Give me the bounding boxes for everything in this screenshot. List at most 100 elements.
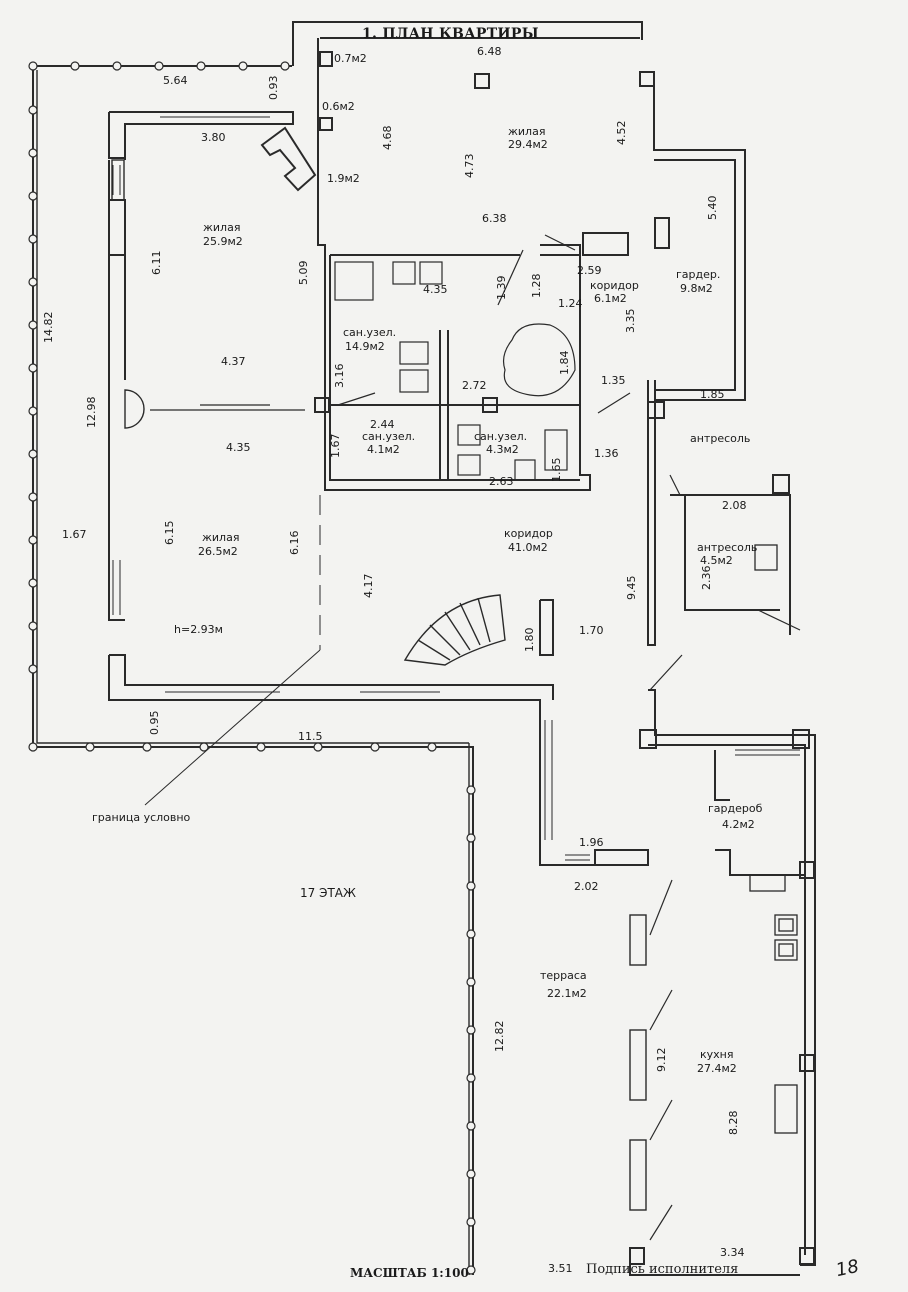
dim-1-84: 1.84 <box>558 351 571 376</box>
room-living-bottom-name: жилая <box>202 531 239 544</box>
dim-3-35: 3.35 <box>624 309 637 334</box>
railing-post <box>466 1073 476 1083</box>
railing-post <box>466 881 476 891</box>
dim-14-82: 14.82 <box>42 312 55 344</box>
dim-4-73: 4.73 <box>463 154 476 179</box>
dim-4-17: 4.17 <box>362 574 375 599</box>
room-wardrobe-top-area: 9.8м2 <box>680 282 713 295</box>
room-corridor-small-name: коридор <box>590 279 639 292</box>
railing-post <box>154 61 164 71</box>
railing-post <box>112 61 122 71</box>
room-bath-small1-area: 4.1м2 <box>367 443 400 456</box>
railing-post <box>370 742 380 752</box>
room-mezzanine-area: 4.5м2 <box>700 554 733 567</box>
area-small-3: 1.9м2 <box>327 172 360 185</box>
railing-post <box>199 742 209 752</box>
room-mezzanine-name: антресоль <box>697 541 757 554</box>
room-living-bottom-area: 26.5м2 <box>198 545 238 558</box>
room-bath-large-area: 14.9м2 <box>345 340 385 353</box>
room-corridor-big-name: коридор <box>504 527 553 540</box>
area-small-1: 0.7м2 <box>334 52 367 65</box>
dim-2-36: 2.36 <box>700 566 713 591</box>
railing-post <box>28 363 38 373</box>
scale-label: МАСШТАБ 1:100 <box>350 1266 469 1280</box>
dim-1-85: 1.85 <box>700 388 725 401</box>
room-corridor-small-area: 6.1м2 <box>594 292 627 305</box>
dim-1-35: 1.35 <box>601 374 626 387</box>
room-terrace-name: терраса <box>540 969 587 982</box>
room-living-top-name: жилая <box>508 125 545 138</box>
dim-0-95: 0.95 <box>148 711 161 736</box>
railing-post <box>85 742 95 752</box>
ceiling-height: h=2.93м <box>174 623 223 636</box>
dim-3-80: 3.80 <box>201 131 226 144</box>
railing-post <box>28 277 38 287</box>
spiral-stair <box>403 594 506 666</box>
plan-title: 1. ПЛАН КВАРТИРЫ <box>362 26 539 42</box>
railing-post <box>28 449 38 459</box>
room-wardrobe-top-name: гардер. <box>676 268 720 281</box>
room-living-top-area: 29.4м2 <box>508 138 548 151</box>
dim-11-5: 11.5 <box>298 730 323 743</box>
railing-post <box>466 1265 476 1275</box>
room-wardrobe-bottom-area: 4.2м2 <box>722 818 755 831</box>
dim-2-44: 2.44 <box>370 418 395 431</box>
railing-post <box>142 742 152 752</box>
column-fireplace <box>260 73 670 256</box>
dim-1-67a: 1.67 <box>329 434 342 459</box>
dim-6-15: 6.15 <box>163 521 176 546</box>
room-corridor-big-area: 41.0м2 <box>508 541 548 554</box>
mezzanine-label: антресоль <box>690 432 750 445</box>
railing-post <box>313 742 323 752</box>
walls <box>108 21 816 1276</box>
dim-6-38: 6.38 <box>482 212 507 225</box>
railing-post <box>28 492 38 502</box>
room-living-left-name: жилая <box>203 221 240 234</box>
dimension-labels: 6.48 5.64 0.93 3.80 4.68 4.73 4.52 6.38 … <box>42 45 747 1275</box>
dim-4-35a: 4.35 <box>423 283 448 296</box>
dim-5-64: 5.64 <box>163 74 188 87</box>
dim-6-48: 6.48 <box>477 45 502 58</box>
dim-2-72: 2.72 <box>462 379 487 392</box>
dim-4-52: 4.52 <box>615 121 628 146</box>
dim-3-16: 3.16 <box>333 364 346 389</box>
bath-fixtures <box>334 261 576 481</box>
dim-1-70: 1.70 <box>579 624 604 637</box>
floor-label: 17 ЭТАЖ <box>300 886 356 900</box>
dim-1-36: 1.36 <box>594 447 619 460</box>
room-kitchen-area: 27.4м2 <box>697 1062 737 1075</box>
kitchen-stove <box>749 544 798 1134</box>
railing-post <box>466 1121 476 1131</box>
railing-post <box>28 742 38 752</box>
dim-0-93: 0.93 <box>267 76 280 101</box>
railing-post <box>238 61 248 71</box>
room-bath-small1-name: сан.узел. <box>362 430 415 443</box>
railing-post <box>466 977 476 987</box>
room-kitchen-name: кухня <box>700 1048 733 1061</box>
railing-post <box>466 929 476 939</box>
room-bath-large-name: сан.узел. <box>343 326 396 339</box>
railing-post <box>466 1025 476 1035</box>
railing-post <box>28 664 38 674</box>
dim-3-34: 3.34 <box>720 1246 745 1259</box>
doors <box>150 234 801 1241</box>
railing-post <box>28 105 38 115</box>
dim-9-45: 9.45 <box>625 576 638 601</box>
railing-post <box>28 578 38 588</box>
railing-post <box>28 148 38 158</box>
railing-post <box>70 61 80 71</box>
railing-post <box>256 742 266 752</box>
dim-1-80: 1.80 <box>523 628 536 653</box>
railing-post <box>427 742 437 752</box>
room-terrace-area: 22.1м2 <box>547 987 587 1000</box>
dim-1-28: 1.28 <box>530 274 543 299</box>
room-bath-small2-name: сан.узел. <box>474 430 527 443</box>
dim-1-96: 1.96 <box>579 836 604 849</box>
dim-1-39: 1.39 <box>495 276 508 301</box>
balcony-outline <box>32 65 474 1275</box>
railing-post <box>28 320 38 330</box>
room-wardrobe-bottom-name: гардероб <box>708 802 763 815</box>
railing-post <box>28 621 38 631</box>
railing-post <box>28 61 38 71</box>
railing-post <box>28 535 38 545</box>
